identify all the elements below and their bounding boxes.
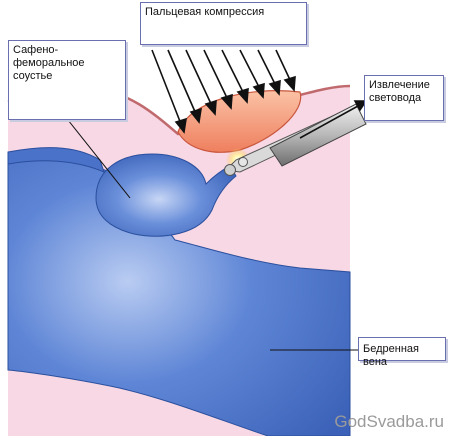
light-guide-fiber [224, 103, 367, 176]
watermark: GodSvadba.ru [334, 412, 444, 431]
extraction-arrow [299, 100, 368, 139]
label-saphenofemoral-junction: Сафено- феморальное соустье [8, 40, 126, 120]
saphenous-vein-branch [7, 147, 105, 173]
leader-junction [67, 119, 131, 199]
label-saphenofemoral-junction-text: Сафено- феморальное соустье [13, 44, 85, 82]
label-finger-compression-text: Пальцевая компрессия [145, 6, 265, 18]
label-femoral-vein: Бедренная вена [358, 337, 446, 368]
label-finger-compression: Пальцевая компрессия [140, 2, 307, 45]
label-femoral-vein-text: Бедренная вена [363, 343, 419, 368]
label-fiber-extraction-text: Извлечение световода [369, 79, 430, 104]
label-fiber-extraction: Извлечение световода [364, 75, 444, 121]
pressure-arrows [151, 49, 296, 134]
